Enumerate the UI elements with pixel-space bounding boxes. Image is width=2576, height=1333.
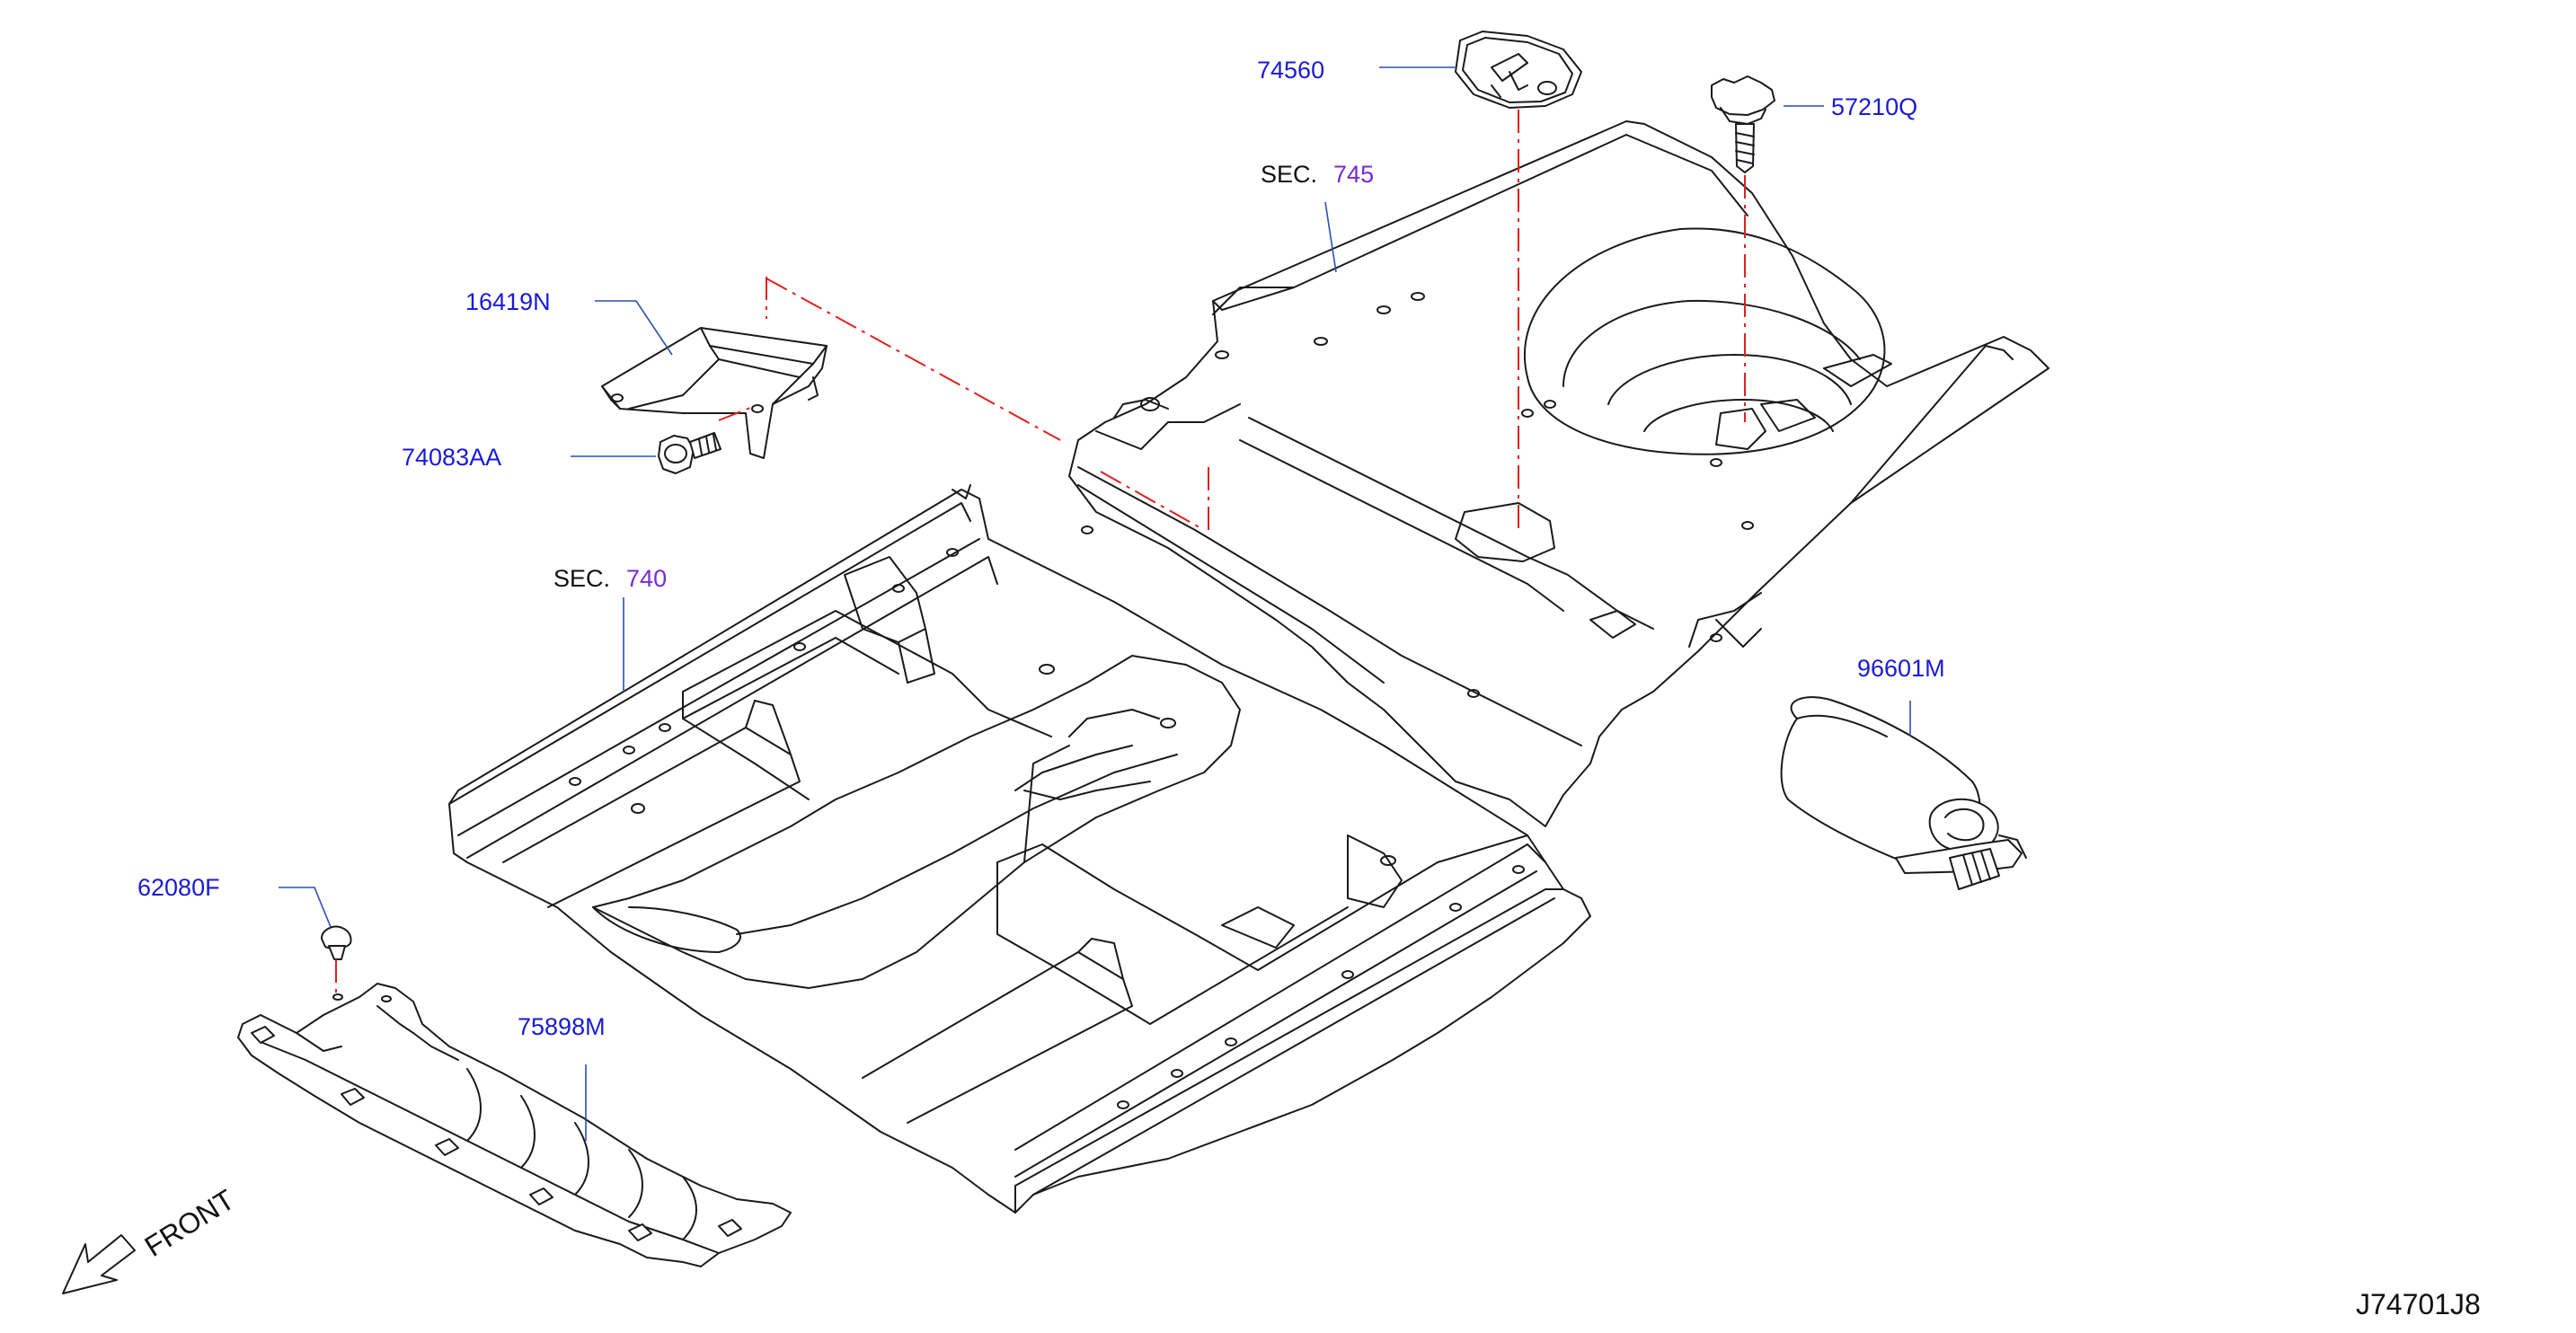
bracket-bolt <box>658 432 721 474</box>
front-label: FRONT <box>139 1183 241 1263</box>
callout-sec-745: SEC. 745 <box>1261 161 1374 188</box>
spare-tire-bag-part <box>1780 696 2027 890</box>
diagram-id: J74701J8 <box>2356 1288 2481 1320</box>
alignment-lines <box>335 110 1746 997</box>
sec-740-number: 740 <box>626 565 667 592</box>
sec-745-word: SEC. <box>1261 161 1317 188</box>
callout-96601m: 96601M <box>1857 655 1945 682</box>
callout-74560: 74560 <box>1257 57 1324 84</box>
front-floor-panel <box>448 484 1591 1214</box>
callout-57210q: 57210Q <box>1831 93 1917 120</box>
callout-74083aa: 74083AA <box>402 444 501 471</box>
drain-plug-part <box>1455 31 1582 109</box>
spare-tire-clamp-bolt <box>1711 75 1775 173</box>
front-direction-arrow: FRONT <box>62 1183 241 1294</box>
clip-part <box>321 925 352 960</box>
under-cover-part <box>237 983 792 1267</box>
callout-62080f: 62080F <box>137 874 220 901</box>
sec-745-number: 745 <box>1333 161 1374 188</box>
callout-16419n: 16419N <box>465 288 551 315</box>
leader-lines <box>279 66 1911 1141</box>
rear-floor-panel <box>1068 120 2049 827</box>
front-arrow-icon <box>62 1234 136 1294</box>
callout-sec-740: SEC. 740 <box>553 565 667 592</box>
callout-75898m: 75898M <box>518 1013 606 1040</box>
bracket-part <box>601 327 828 459</box>
sec-740-word: SEC. <box>553 565 610 592</box>
